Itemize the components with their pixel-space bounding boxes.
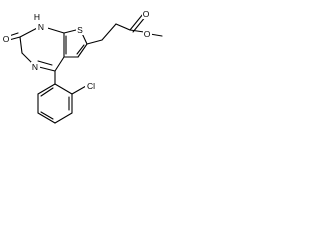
bond: [54, 83, 73, 95]
bond: [54, 112, 73, 124]
atom-label-n: N: [32, 62, 38, 72]
bond: [86, 39, 103, 45]
bond: [101, 23, 117, 41]
bond: [115, 23, 131, 31]
bond: [40, 111, 54, 120]
bond: [37, 112, 56, 124]
bond: [129, 13, 144, 31]
bond: [19, 36, 23, 54]
bond: [37, 83, 56, 95]
chemical-structure-diagram: N H N O S Cl O O: [2, 9, 163, 124]
atom-label-o: O: [144, 29, 151, 39]
structure-canvas: N H N O S Cl O O: [0, 0, 166, 128]
bond: [54, 56, 65, 72]
bond: [40, 87, 54, 97]
atom-label-cl: Cl: [87, 81, 95, 91]
atom-label-o: O: [3, 34, 10, 44]
atom-label-n: N: [38, 22, 44, 32]
atom-label-s: S: [77, 25, 83, 35]
bond: [77, 43, 88, 58]
atom-label-o: O: [143, 9, 150, 19]
bond: [129, 29, 145, 33]
bond: [71, 85, 87, 95]
bond: [37, 60, 53, 66]
atom-label-h: H: [34, 12, 40, 22]
bond: [76, 44, 85, 55]
